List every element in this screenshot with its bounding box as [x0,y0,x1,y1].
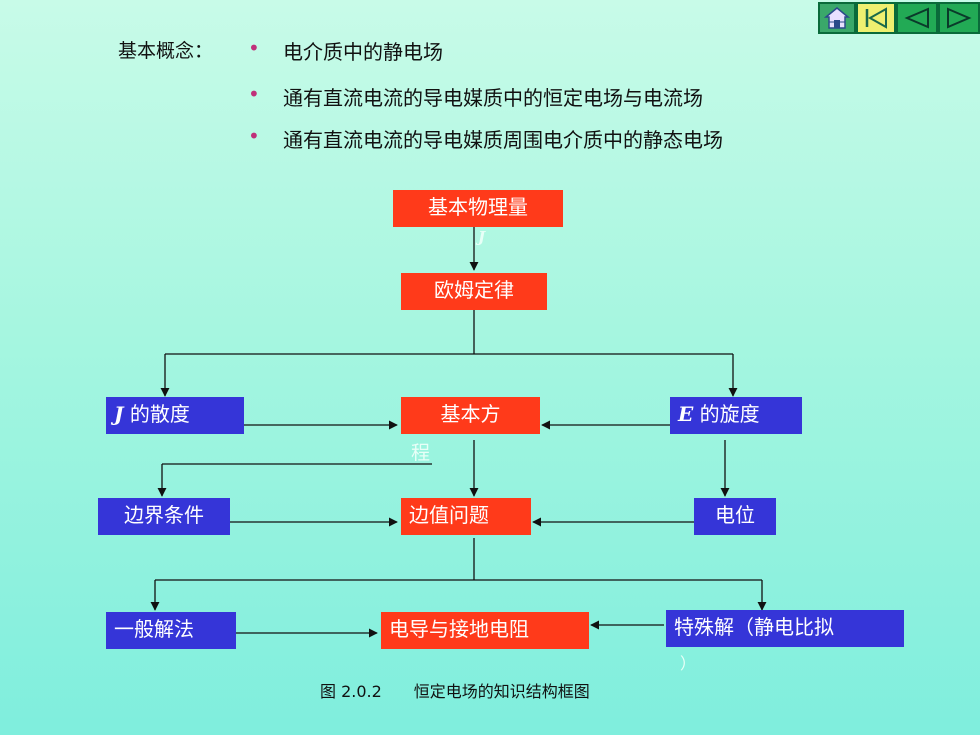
bullet-2: • [248,82,260,106]
basic-equation-wrap: 程 [411,442,431,464]
box-potential-label: 电位 [715,503,755,527]
first-page-icon [865,7,887,29]
box-boundary-value-problem: 边值问题 [401,498,531,535]
box-j-divergence: J 的散度 [106,397,244,434]
previous-icon [904,7,929,29]
home-button[interactable] [818,2,856,34]
box-e-curl: E 的旋度 [670,397,802,434]
bullet-3: • [248,124,260,148]
box-general-method: 一般解法 [106,612,236,649]
box-boundary-label: 边界条件 [124,503,204,527]
first-page-button[interactable] [856,2,896,34]
concepts-label: 基本概念： [118,40,214,62]
box-bvp-label: 边值问题 [409,503,489,527]
j-div-text: 的散度 [123,402,190,426]
concept-item-2: 通有直流电流的导电媒质中的恒定电场与电流场 [283,86,703,110]
box-conductance: 电导与接地电阻 [381,612,589,649]
figure-caption: 图 2.0.2 恒定电场的知识结构框图 [320,682,590,701]
basic-quantity-var: J [478,228,486,246]
box-ohm-law-label: 欧姆定律 [434,278,514,302]
box-basic-quantity: 基本物理量 [393,190,563,227]
concept-item-1: 电介质中的静电场 [283,40,443,64]
next-icon [947,7,972,29]
e-curl-var: E [678,402,694,426]
box-potential: 电位 [694,498,776,535]
next-button[interactable] [938,2,980,34]
box-boundary-conditions: 边界条件 [98,498,230,535]
previous-button[interactable] [896,2,938,34]
box-basic-equation: 基本方 [401,397,540,434]
special-solution-wrap: ） [680,654,697,673]
j-div-var: J [114,402,124,426]
box-basic-equation-label: 基本方 [440,402,501,426]
box-basic-quantity-label: 基本物理量 [428,195,528,219]
box-ohm-law: 欧姆定律 [401,273,547,310]
concept-item-3: 通有直流电流的导电媒质周围电介质中的静态电场 [283,128,723,152]
e-curl-text: 的旋度 [693,402,760,426]
box-general-label: 一般解法 [114,617,194,641]
box-conductance-label: 电导与接地电阻 [389,617,529,641]
home-icon [824,7,850,29]
box-special-solution: 特殊解（静电比拟 [666,610,904,647]
box-special-label: 特殊解（静电比拟 [674,615,834,639]
bullet-1: • [248,36,260,60]
